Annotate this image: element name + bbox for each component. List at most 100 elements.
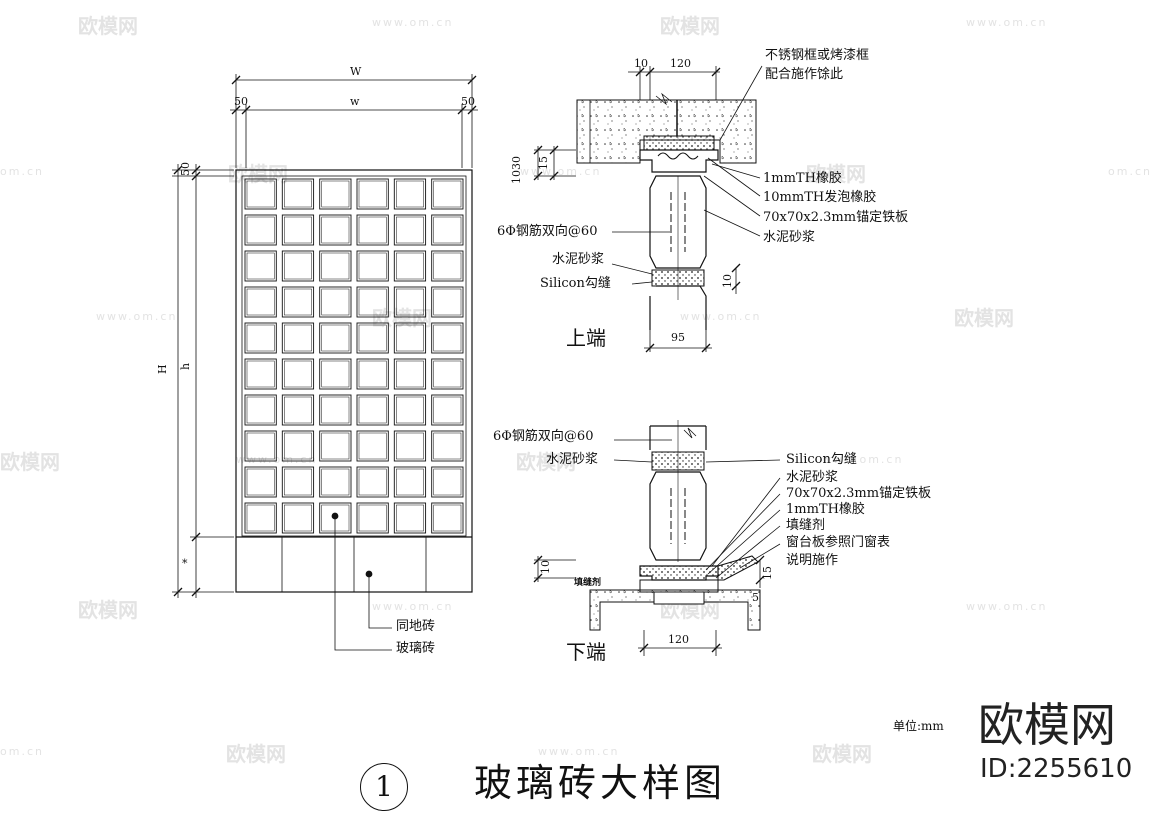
- top-dim-95: 95: [671, 331, 685, 344]
- glass-block-cell: [393, 394, 427, 426]
- glass-block-cell: [319, 358, 352, 390]
- bottom-note-rubber: 1mmTH橡胶: [786, 502, 865, 517]
- glass-block-inner: [396, 504, 424, 532]
- glass-block-cell: [356, 430, 389, 462]
- glass-block-cell: [244, 358, 277, 390]
- bottom-note-filler: 填缝剂: [786, 518, 826, 533]
- glass-block-inner: [358, 324, 387, 352]
- glass-block-inner: [246, 252, 275, 280]
- glass-block-cell: [393, 358, 427, 390]
- glass-block-cell: [281, 394, 315, 426]
- top-note-rubber: 1mmTH橡胶: [763, 171, 842, 186]
- dim-H-label: H: [156, 364, 169, 374]
- top-section-heading: 上端: [566, 326, 606, 350]
- top-note-mortar-r: 水泥砂浆: [763, 230, 816, 245]
- top-section-glass-block: [649, 175, 707, 330]
- dim-left-margin: 50: [234, 95, 248, 108]
- glass-block-cell: [319, 214, 352, 246]
- top-dim-1030: 1030: [510, 156, 523, 184]
- glass-block-inner: [433, 396, 462, 424]
- bottom-section-leaders: [613, 439, 781, 579]
- glass-block-cell: [356, 466, 389, 498]
- glass-block-inner: [246, 180, 275, 208]
- glass-block-inner: [358, 252, 387, 280]
- elevation-dimensions: [172, 74, 478, 598]
- glass-block-cell: [319, 394, 352, 426]
- glass-block-inner: [284, 396, 312, 424]
- top-section-dimensions: [533, 66, 741, 353]
- bottom-note-silicon: Silicon勾缝: [786, 452, 857, 467]
- glass-block-cell: [319, 178, 352, 210]
- glass-block-cell: [319, 430, 352, 462]
- glass-block-inner: [358, 396, 387, 424]
- glass-block-inner: [246, 360, 275, 388]
- glass-block-cell: [431, 358, 464, 390]
- glass-block-inner: [396, 180, 424, 208]
- bottom-dim-10: 10: [539, 560, 552, 574]
- glass-block-cell: [356, 394, 389, 426]
- glass-block-inner: [433, 252, 462, 280]
- glass-block-cell: [431, 178, 464, 210]
- top-note-rebar: 6Φ钢筋双向@60: [497, 224, 598, 239]
- glass-block-inner: [321, 288, 350, 316]
- bottom-dim-15: 15: [761, 566, 774, 580]
- glass-block-cell: [244, 286, 277, 318]
- glass-block-cell: [281, 286, 315, 318]
- glass-block-cell: [393, 250, 427, 282]
- top-note-foam: 10mmTH发泡橡胶: [763, 190, 877, 205]
- glass-block-inner: [246, 468, 275, 496]
- glass-block-cell: [431, 502, 464, 534]
- glass-block-inner: [321, 180, 350, 208]
- glass-block-inner: [358, 216, 387, 244]
- glass-block-cell: [281, 502, 315, 534]
- glass-block-inner: [433, 216, 462, 244]
- top-note-frame-line1: 不锈钢框或烤漆框: [765, 48, 870, 63]
- glass-block-cell: [356, 502, 389, 534]
- dim-W-label: W: [350, 65, 362, 78]
- bottom-note-mortar-r: 水泥砂浆: [786, 470, 839, 485]
- glass-block-inner: [246, 288, 275, 316]
- callout-glass-block: 玻璃砖: [396, 641, 436, 656]
- glass-block-inner: [433, 432, 462, 460]
- bottom-note-sill-line1: 窗台板参照门窗表: [786, 535, 891, 550]
- glass-block-inner: [358, 504, 387, 532]
- top-section-leaders: [611, 65, 763, 285]
- glass-block-inner: [246, 396, 275, 424]
- model-id: ID:2255610: [980, 754, 1133, 784]
- glass-block-cell: [281, 358, 315, 390]
- glass-block-inner: [246, 324, 275, 352]
- glass-block-cell: [393, 430, 427, 462]
- glass-block-cell: [356, 322, 389, 354]
- glass-block-inner: [358, 432, 387, 460]
- glass-block-cell: [281, 430, 315, 462]
- bottom-section-dimensions: [533, 555, 765, 656]
- glass-block-inner: [284, 432, 312, 460]
- elevation-frame: [235, 169, 473, 593]
- glass-block-inner: [433, 324, 462, 352]
- glass-block-inner: [321, 396, 350, 424]
- glass-block-cell: [431, 430, 464, 462]
- glass-block-cell: [393, 286, 427, 318]
- glass-block-inner: [396, 468, 424, 496]
- glass-block-inner: [358, 288, 387, 316]
- dim-star-label: *: [182, 557, 188, 570]
- glass-block-cell: [244, 430, 277, 462]
- glass-block-cell: [281, 322, 315, 354]
- bottom-note-mortar-l: 水泥砂浆: [546, 452, 599, 467]
- glass-block-inner: [284, 252, 312, 280]
- bottom-dim-120: 120: [668, 633, 689, 646]
- glass-block-cell: [431, 286, 464, 318]
- glass-block-grid: [244, 178, 464, 534]
- bottom-note-sill-line2: 说明施作: [786, 553, 839, 568]
- top-section-ceiling: [576, 92, 757, 173]
- glass-block-cell: [431, 466, 464, 498]
- top-dim-120: 120: [670, 57, 691, 70]
- glass-block-cell: [281, 214, 315, 246]
- glass-block-cell: [281, 466, 315, 498]
- glass-block-inner: [396, 288, 424, 316]
- glass-block-inner: [433, 180, 462, 208]
- dim-right-margin: 50: [461, 95, 475, 108]
- top-note-mortar-l: 水泥砂浆: [552, 252, 605, 267]
- glass-block-inner: [284, 324, 312, 352]
